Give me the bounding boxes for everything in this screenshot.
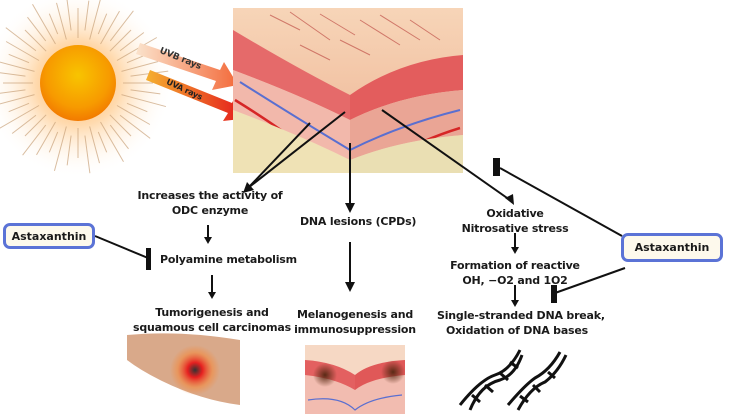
dna-helix-icon [458,349,524,411]
odc-line-1: Increases the activity of [137,189,283,202]
sun-ray [116,105,151,125]
sun-ray [36,121,56,156]
reactive-species-label: Formation of reactive OH, −O2 and 1O2 [445,258,585,288]
sun-ray [0,94,35,105]
reactive-line-2: OH, −O2 and 1O2 [462,274,568,287]
reactive-line-1: Formation of reactive [450,259,580,272]
uvb-arrow-icon [136,43,238,90]
sun-ray [0,72,26,77]
sun-ray [121,61,159,72]
dna-break-label: Single-stranded DNA break, Oxidation of … [437,308,605,338]
sun-ray [56,2,67,40]
odc-activity-label: Increases the activity of ODC enzyme [130,188,290,218]
sun-ray [8,102,30,113]
astaxanthin-box-left: Astaxanthin [3,223,95,249]
sun-ray [11,114,37,134]
sun-ray [24,29,47,52]
sun-ray [8,53,30,64]
sun-ray [53,126,67,172]
sun-ray [126,102,148,113]
skin-cross-section-image [233,8,463,173]
dna-break-line-1: Single-stranded DNA break, [437,309,605,322]
sun-ray [89,126,100,164]
sun-ray [100,10,120,45]
melanogenesis-line-2: immunosuppression [294,323,416,336]
sun-ray [32,3,56,45]
melanogenesis-line-1: Melanogenesis and [296,308,414,321]
inhibit-right-top [499,167,623,237]
sun-ray [121,94,167,108]
sun-ray [119,32,145,52]
sun-ray [66,0,72,31]
sun-ray [116,37,158,61]
melanogenesis-label: Melanogenesis and immunosuppression [290,307,420,337]
sun-ray [0,89,26,94]
sun-ray [22,124,47,156]
sun-ray [84,135,91,174]
sun-icon [0,0,173,178]
sun-ray [100,121,124,163]
sun-ray [97,13,108,35]
astaxanthin-box-right: Astaxanthin [621,233,723,262]
sun-ray [84,0,90,31]
sun-ray [89,0,101,40]
oxidative-line-1: Oxidative [486,207,544,220]
arrow-skin-to-odc [247,111,346,189]
oxidative-stress-label: Oxidative Nitrosative stress [455,206,575,236]
sun-ray [0,105,40,129]
skin-lesion-arm-image [127,333,240,405]
tumorigenesis-line-1: Tumorigenesis and [155,306,269,319]
dna-lesions-label: DNA lesions (CPDs) [300,215,417,228]
melanogenesis-skin-image [305,345,405,414]
polyamine-label: Polyamine metabolism [160,253,297,266]
sun-ray [109,29,132,52]
sun-ray [109,114,132,137]
uva-arrow-icon [146,70,250,121]
inhibit-left [94,235,149,259]
dna-helix-broken-icon [506,351,568,411]
sun-ray [48,131,59,153]
sun-ray [5,27,37,52]
tumorigenesis-line-2: squamous cell carcinomas [133,321,291,334]
sun-ray [119,114,151,139]
sun-ray [0,61,35,72]
arrow-skin-to-oxidative [381,109,511,201]
sun-ray [24,114,47,137]
sun-ray [5,41,40,61]
odc-line-2: ODC enzyme [171,204,249,217]
inhibit-right-bottom [554,267,626,294]
sun-ray [109,10,134,42]
sun-ray [97,131,108,153]
sun-ray [109,124,129,150]
sun-ray [66,135,72,166]
dna-break-line-2: Oxidation of DNA bases [445,324,589,337]
sun-ray [27,16,47,42]
sun-ray [130,89,161,95]
tumorigenesis-label: Tumorigenesis and squamous cell carcinom… [122,305,302,335]
oxidative-line-2: Nitrosative stress [461,222,569,235]
sun-ray [48,13,59,35]
